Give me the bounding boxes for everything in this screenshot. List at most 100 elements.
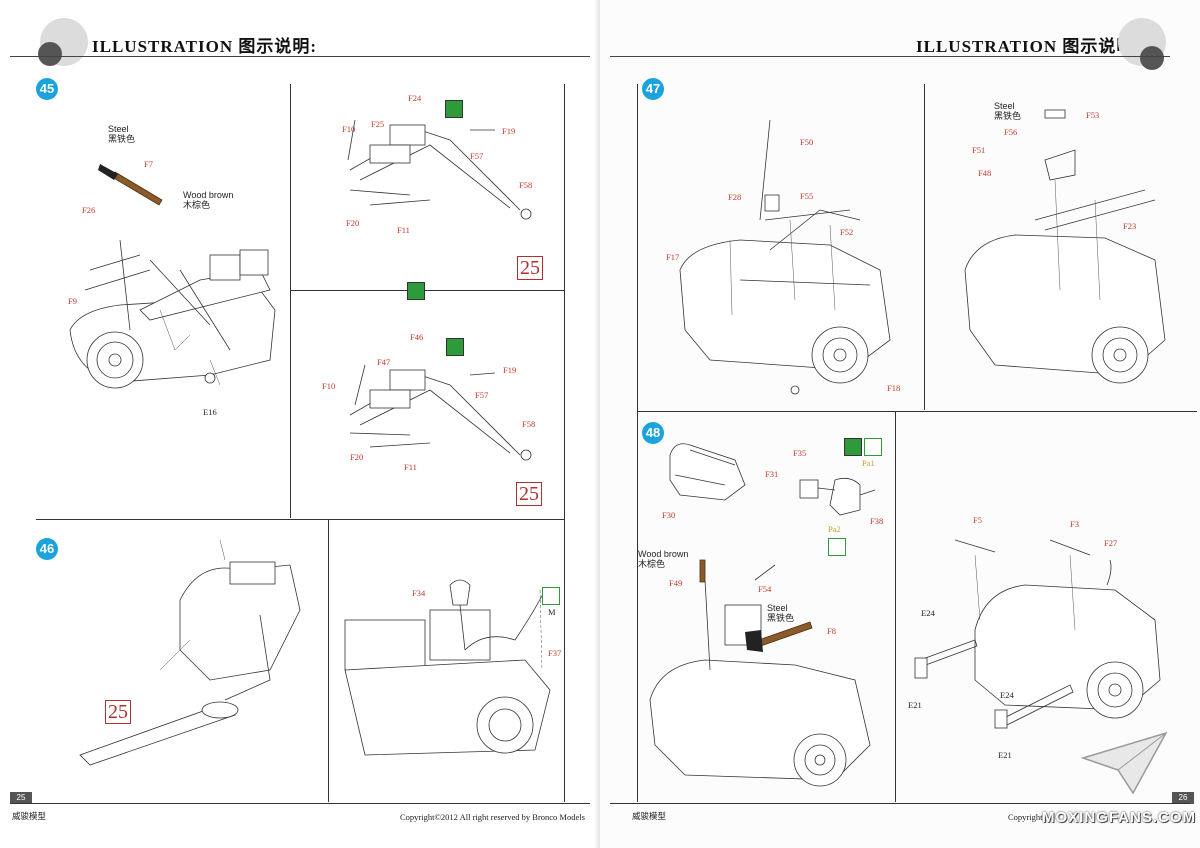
part-label: F24 bbox=[408, 93, 422, 103]
step47-vehicle-drawing-right bbox=[964, 109, 1166, 384]
footer-rule bbox=[10, 803, 590, 804]
part-label: F56 bbox=[1004, 127, 1018, 137]
mount-direction-icon bbox=[844, 438, 862, 456]
part-label: F11 bbox=[404, 462, 417, 472]
part-label: F34 bbox=[412, 588, 426, 598]
part-label: E24 bbox=[921, 608, 935, 618]
header-rule bbox=[10, 56, 590, 57]
step47-vehicle-drawing-left bbox=[679, 119, 891, 395]
step45-tow-bar-drawing-a bbox=[347, 119, 532, 220]
part-label: F25 bbox=[371, 119, 385, 129]
part-label: F3 bbox=[1070, 519, 1079, 529]
part-label: E16 bbox=[203, 407, 217, 417]
part-label: F9 bbox=[68, 296, 77, 306]
step48-pump-drawing bbox=[799, 477, 876, 516]
header-rule bbox=[610, 56, 1170, 57]
part-label: F28 bbox=[728, 192, 742, 202]
glue-drop-icon bbox=[828, 538, 846, 556]
glue-required-icon bbox=[445, 100, 463, 118]
footer-copyright: Copyright©2012 All right reserved by Bro… bbox=[400, 812, 585, 822]
page-title: ILLUSTRATION 图示说明: bbox=[92, 37, 318, 56]
reference-box: 25 bbox=[516, 482, 542, 506]
part-label: F38 bbox=[870, 516, 884, 526]
divider bbox=[36, 519, 564, 520]
watermark-text: MOXINGFANS.COM bbox=[1042, 809, 1197, 826]
step48-mudguard-drawing bbox=[914, 539, 1161, 729]
part-label: F52 bbox=[840, 227, 854, 237]
reference-box: 25 bbox=[517, 256, 543, 280]
part-label: F58 bbox=[522, 419, 536, 429]
part-label: F47 bbox=[377, 357, 391, 367]
header-dot-decoration bbox=[38, 42, 62, 66]
part-label: F35 bbox=[793, 448, 807, 458]
divider bbox=[637, 84, 638, 802]
step-number-47: 47 bbox=[642, 78, 664, 100]
part-label: F17 bbox=[666, 252, 680, 262]
part-label: F58 bbox=[519, 180, 533, 190]
divider bbox=[328, 519, 329, 802]
step46-chain-drawing bbox=[344, 579, 551, 756]
page-number: 25 bbox=[10, 792, 32, 804]
part-label: F53 bbox=[1086, 110, 1100, 120]
part-label: F7 bbox=[144, 159, 153, 169]
step48-tank-drawing bbox=[669, 443, 746, 501]
part-label: F57 bbox=[475, 390, 489, 400]
divider bbox=[924, 84, 925, 410]
step45-vehicle-drawing bbox=[69, 164, 276, 389]
part-label: F50 bbox=[800, 137, 814, 147]
watermark-plane-logo bbox=[1080, 731, 1168, 795]
part-label: Pa2 bbox=[828, 524, 841, 534]
glue-drop-icon bbox=[542, 587, 560, 605]
part-label: F51 bbox=[972, 145, 986, 155]
divider bbox=[637, 411, 1197, 412]
part-label: F48 bbox=[978, 168, 992, 178]
step48-vehicle-drawing bbox=[649, 559, 871, 787]
part-label: F54 bbox=[758, 584, 772, 594]
part-label: F26 bbox=[82, 205, 96, 215]
part-label: E21 bbox=[998, 750, 1012, 760]
divider bbox=[290, 84, 291, 518]
part-label: F5 bbox=[973, 515, 982, 525]
glue-required-icon bbox=[446, 338, 464, 356]
step-number-45: 45 bbox=[36, 78, 58, 100]
footer-brand: 威骏模型 bbox=[632, 811, 667, 821]
part-label: F20 bbox=[350, 452, 364, 462]
step45-tow-bar-drawing-b bbox=[349, 364, 532, 461]
part-label: F31 bbox=[765, 469, 779, 479]
part-label: E21 bbox=[908, 700, 922, 710]
step-number-48: 48 bbox=[642, 422, 664, 444]
part-label: F27 bbox=[1104, 538, 1118, 548]
header-dot-decoration bbox=[1140, 46, 1164, 70]
page-number: 26 bbox=[1172, 792, 1194, 804]
part-label: F19 bbox=[503, 365, 517, 375]
part-label: F49 bbox=[669, 578, 683, 588]
footer-brand: 威骏模型 bbox=[12, 811, 47, 821]
part-label: F8 bbox=[827, 626, 836, 636]
part-label: F37 bbox=[548, 648, 562, 658]
part-label: F55 bbox=[800, 191, 814, 201]
reference-box: 25 bbox=[105, 700, 131, 724]
part-label: F19 bbox=[502, 126, 516, 136]
part-label: E24 bbox=[1000, 690, 1014, 700]
page-title: ILLUSTRATION 图示说明: bbox=[916, 37, 1142, 56]
part-label: F30 bbox=[662, 510, 676, 520]
divider bbox=[895, 411, 896, 802]
part-label: M bbox=[548, 607, 556, 617]
divider bbox=[564, 84, 565, 802]
step-number-46: 46 bbox=[36, 538, 58, 560]
part-label: F23 bbox=[1123, 221, 1137, 231]
divider bbox=[290, 290, 564, 291]
step46-towbar-attach-drawing bbox=[79, 539, 301, 766]
part-label: F46 bbox=[410, 332, 424, 342]
part-label: F10 bbox=[322, 381, 336, 391]
glue-required-icon bbox=[407, 282, 425, 300]
footer-copyright: Copyright bbox=[1008, 812, 1043, 822]
part-label: Pa1 bbox=[862, 458, 875, 468]
part-label: F20 bbox=[346, 218, 360, 228]
